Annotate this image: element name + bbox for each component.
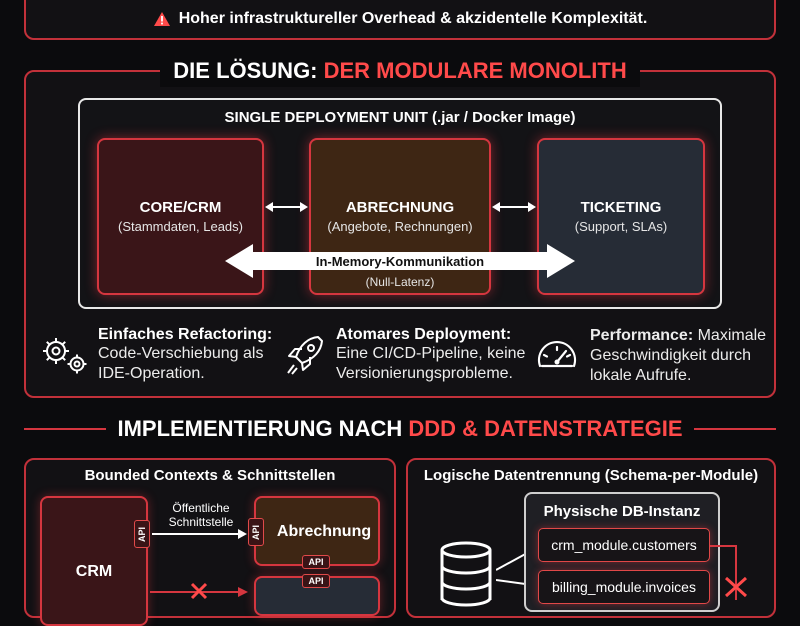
module-ticketing-name: TICKETING — [580, 199, 662, 216]
forbidden-access-icon — [150, 582, 248, 600]
module-ticketing: TICKETING (Support, SLAs) — [537, 138, 705, 295]
feature-performance-line2: lokale Aufrufe. — [590, 367, 692, 384]
feature-deployment-title: Atomares Deployment: — [336, 326, 512, 343]
billing-api-port-bottom: API — [302, 555, 330, 569]
implementation-title-prefix: IMPLEMENTIERUNG NACH — [117, 416, 409, 441]
feature-refactoring: Einfaches Refactoring: Code-Verschiebung… — [98, 326, 288, 384]
divider-right — [694, 428, 776, 430]
billing-api-port-left: API — [248, 518, 264, 546]
deployment-unit-label: SINGLE DEPLOYMENT UNIT (.jar / Docker Im… — [224, 108, 576, 126]
module-core-crm-subtitle: (Stammdaten, Leads) — [117, 219, 243, 234]
problem-banner-row: Hoher infrastruktureller Overhead & akzi… — [26, 4, 774, 34]
interface-label: Öffentliche Schnittstelle — [156, 498, 246, 532]
implementation-title-highlight: DDD & DATENSTRATEGIE — [408, 416, 683, 441]
module-abrechnung-name: ABRECHNUNG — [345, 199, 455, 216]
interface-arrow — [152, 529, 247, 539]
arrow-abrechnung-ticketing — [492, 202, 536, 212]
module-ticketing-subtitle: (Support, SLAs) — [574, 219, 668, 234]
module-core-crm-name: CORE/CRM — [139, 199, 222, 216]
in-memory-arrow — [225, 244, 575, 278]
crm-context-label: CRM — [75, 563, 113, 580]
feature-deployment: Atomares Deployment: Eine CI/CD-Pipeline… — [336, 326, 546, 384]
divider-left — [24, 428, 106, 430]
cross-schema-forbidden-icon — [710, 545, 748, 600]
arrow-crm-abrechnung — [265, 202, 308, 212]
solution-title: DIE LÖSUNG: DER MODULARE MONOLITH — [160, 55, 640, 87]
db-instance-title: Physische DB-Instanz — [543, 502, 701, 520]
feature-performance-title: Performance: — [590, 327, 694, 344]
table-crm-customers: crm_module.customers — [538, 528, 710, 562]
data-separation-title: Logische Datentrennung (Schema-per-Modul… — [423, 466, 759, 484]
solution-title-prefix: DIE LÖSUNG: — [173, 58, 324, 83]
bounded-contexts-title: Bounded Contexts & Schnittstellen — [84, 466, 336, 484]
feature-refactoring-line2: IDE-Operation. — [98, 365, 205, 382]
interface-label-line2: Schnittstelle — [168, 515, 234, 529]
feature-refactoring-line1: Code-Verschiebung als — [98, 345, 264, 362]
billing-context-label: Abrechnung — [276, 523, 372, 540]
table-billing-invoices: billing_module.invoices — [538, 570, 710, 604]
in-memory-sublabel: (Null-Latenz) — [365, 275, 435, 289]
feature-refactoring-title: Einfaches Refactoring: — [98, 326, 273, 343]
warning-icon — [153, 12, 170, 26]
feature-performance-title-rest: Maximale — [693, 327, 767, 344]
problem-text: Hoher infrastruktureller Overhead & akzi… — [178, 10, 648, 27]
interface-label-line1: Öffentliche — [172, 501, 230, 515]
gears-icon — [43, 338, 87, 374]
feature-performance: Performance: Maximale Geschwindigkeit du… — [590, 326, 776, 386]
feature-performance-line1: Geschwindigkeit durch — [590, 347, 751, 364]
gauge-icon — [537, 340, 577, 368]
feature-deployment-line1: Eine CI/CD-Pipeline, keine — [336, 345, 526, 362]
module-core-crm: CORE/CRM (Stammdaten, Leads) — [97, 138, 264, 295]
in-memory-label: In-Memory-Kommunikation — [315, 253, 485, 269]
problem-banner: Hoher infrastruktureller Overhead & akzi… — [24, 0, 776, 40]
ticketing-api-port: API — [302, 574, 330, 588]
feature-deployment-line2: Versionierungsprobleme. — [336, 365, 513, 382]
rocket-icon — [287, 336, 323, 375]
implementation-title: IMPLEMENTIERUNG NACH DDD & DATENSTRATEGI… — [106, 412, 694, 446]
solution-title-highlight: DER MODULARE MONOLITH — [323, 58, 627, 83]
module-abrechnung-subtitle: (Angebote, Rechnungen) — [327, 219, 473, 234]
crm-api-port: API — [134, 520, 150, 548]
